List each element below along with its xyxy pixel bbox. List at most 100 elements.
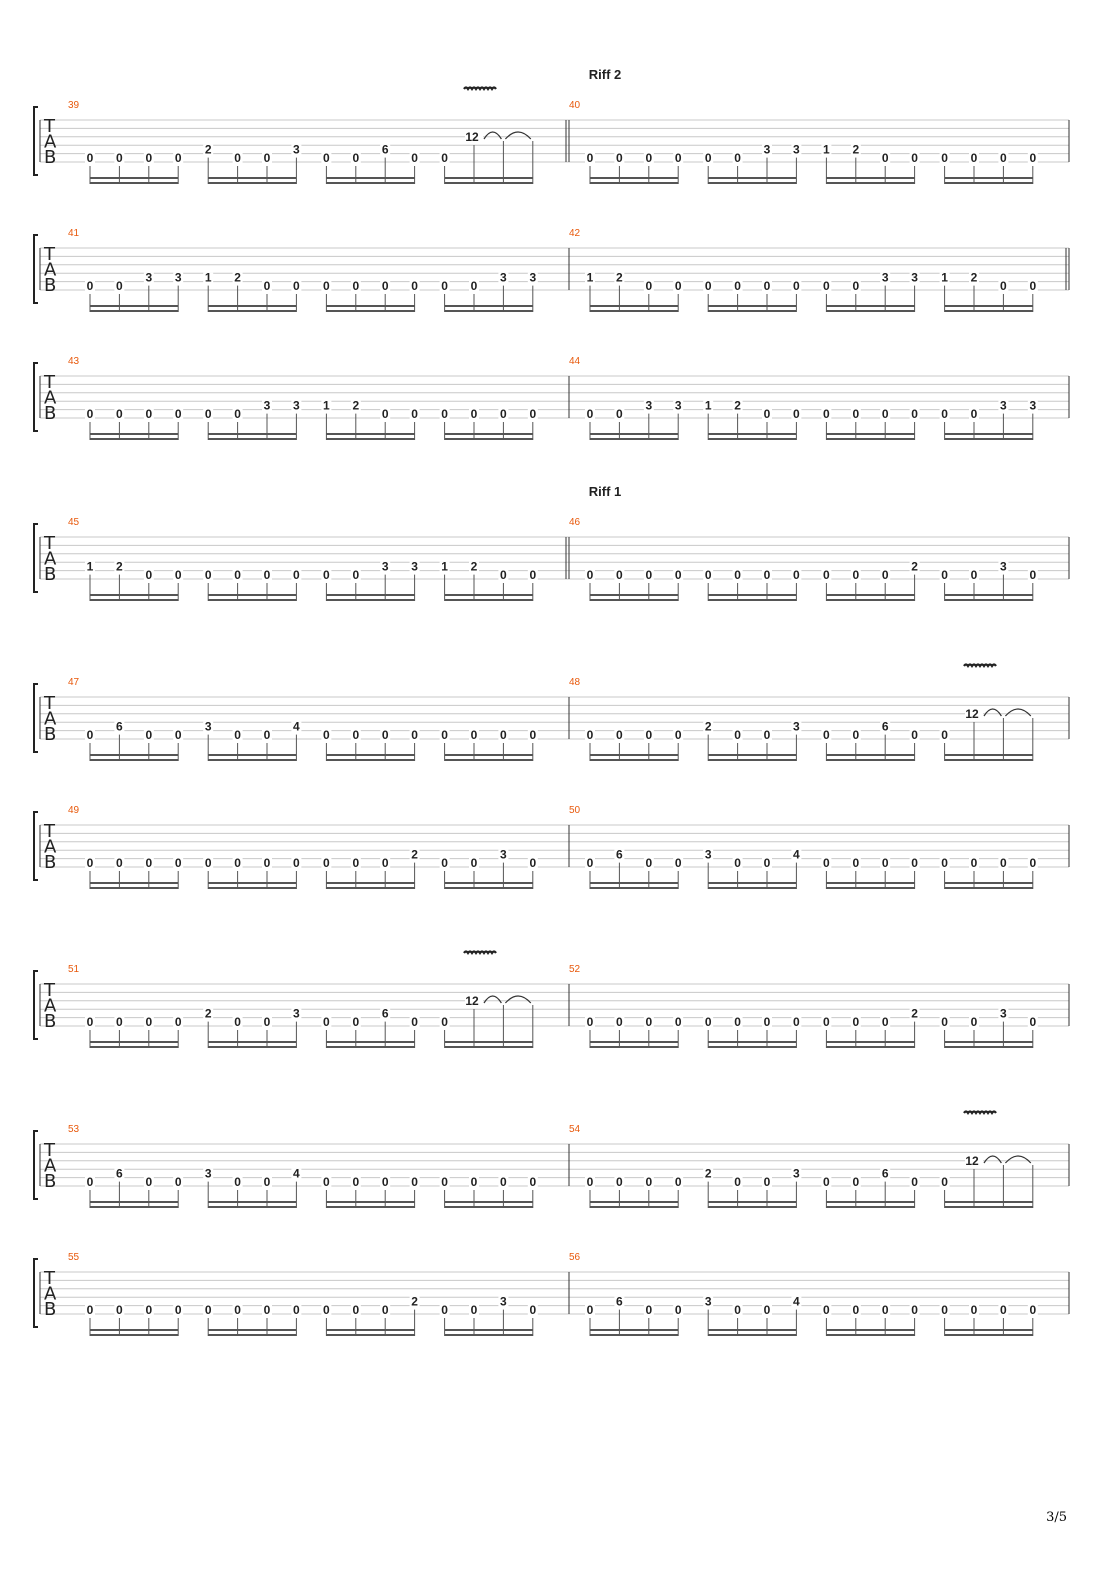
fret-bg [321, 1017, 332, 1028]
fret-bg [1027, 570, 1038, 581]
fret-bg [527, 272, 538, 284]
fret-number: 0 [145, 728, 152, 742]
fret-number: 0 [941, 1175, 948, 1189]
fret-bg [703, 400, 714, 412]
fret-number: 0 [87, 151, 94, 165]
beam [826, 1206, 915, 1208]
fret-bg [409, 849, 420, 861]
fret-bg [643, 570, 654, 581]
fret-bg [498, 730, 509, 741]
fret-bg [380, 144, 391, 156]
fret-number: 2 [705, 720, 712, 734]
fret-bg [85, 281, 95, 292]
fret-number: 0 [471, 1303, 478, 1317]
fret-bg [291, 570, 302, 581]
fret-bg [380, 281, 391, 292]
beam [826, 887, 915, 889]
tie-arc [983, 708, 1002, 717]
beam [590, 887, 679, 889]
fret-bg [850, 409, 861, 420]
measure-number: 42 [569, 228, 581, 239]
beam [826, 759, 915, 761]
fret-number: 2 [971, 271, 978, 285]
fret-bg [262, 1017, 272, 1028]
fret-number: 0 [645, 151, 652, 165]
fret-bg [732, 400, 743, 412]
fret-bg [114, 561, 125, 573]
beam [208, 1046, 297, 1048]
tab-clef-letter: B [44, 275, 56, 296]
fret-number: 1 [323, 399, 330, 413]
fret-bg [850, 1017, 861, 1028]
fret-bg [614, 849, 625, 861]
fret-number: 0 [323, 1015, 330, 1029]
fret-bg [614, 570, 625, 581]
beam [826, 1041, 915, 1043]
fret-bg [173, 153, 184, 164]
fret-bg [850, 1177, 861, 1188]
fret-number: 1 [823, 143, 830, 157]
fret-number: 0 [941, 568, 948, 582]
fret-bg [850, 570, 861, 581]
fret-bg [262, 858, 272, 869]
beam [444, 882, 533, 884]
fret-bg [643, 1305, 654, 1316]
fret-bg [821, 144, 832, 156]
fret-bg [409, 153, 420, 164]
fret-number: 0 [616, 407, 623, 421]
tab-clef-letter: A [44, 132, 57, 153]
beam [590, 1201, 679, 1203]
fret-number: 0 [264, 568, 271, 582]
fret-bg [114, 721, 125, 733]
fret-bg [173, 1177, 184, 1188]
fret-number: 0 [264, 151, 271, 165]
fret-bg [321, 570, 332, 581]
fret-bg [1027, 1017, 1038, 1028]
fret-bg [350, 1177, 361, 1188]
beam [708, 438, 797, 440]
fret-bg [585, 153, 595, 164]
fret-bg [262, 1177, 272, 1188]
fret-bg [614, 1296, 625, 1308]
fret-number: 2 [734, 399, 741, 413]
fret-bg [821, 730, 832, 741]
fret-bg [909, 272, 920, 284]
fret-bg [409, 281, 420, 292]
beam [944, 433, 1033, 435]
fret-bg [850, 1305, 861, 1316]
fret-number: 0 [971, 568, 978, 582]
fret-bg [939, 730, 950, 741]
fret-bg [643, 153, 654, 164]
fret-number: 0 [323, 151, 330, 165]
fret-bg [469, 858, 479, 869]
fret-number: 0 [852, 1015, 859, 1029]
fret-number: 0 [293, 856, 300, 870]
fret-bg [880, 721, 891, 733]
fret-number: 0 [529, 1303, 536, 1317]
beam [444, 1201, 533, 1203]
beam [826, 1046, 915, 1048]
beam [944, 759, 1033, 761]
beam [826, 438, 915, 440]
beam [708, 310, 797, 312]
beam [444, 305, 533, 307]
fret-bg [409, 1017, 420, 1028]
fret-number: 0 [911, 728, 918, 742]
fret-bg [585, 1177, 595, 1188]
fret-number: 0 [587, 568, 594, 582]
fret-number: 3 [645, 399, 652, 413]
fret-number: 0 [1000, 279, 1007, 293]
fret-bg [85, 730, 95, 741]
fret-bg [643, 858, 654, 869]
fret-bg [965, 1156, 983, 1167]
beam [208, 310, 297, 312]
fret-bg [469, 409, 479, 420]
fret-bg [527, 730, 538, 741]
fret-bg [791, 1296, 802, 1308]
fret-bg [143, 153, 154, 164]
fret-bg [439, 281, 450, 292]
fret-number: 0 [675, 568, 682, 582]
fret-number: 0 [587, 1303, 594, 1317]
fret-bg [527, 409, 538, 420]
fret-bg [762, 1017, 772, 1028]
